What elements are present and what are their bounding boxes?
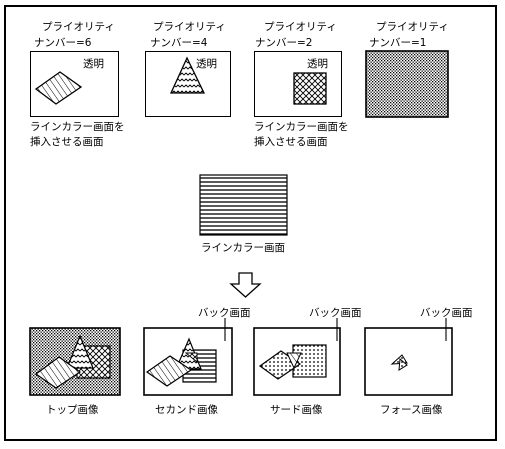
image2-second-image [143, 318, 233, 396]
image4-callout: バック画面 [420, 307, 473, 319]
image1-caption: トップ画像 [46, 404, 99, 416]
screen4-priority1 [365, 50, 449, 118]
diagram-frame [4, 5, 497, 441]
screen2-priority-label2: ナンバー=4 [150, 37, 208, 49]
screen2-transparent-badge: 透明 [196, 58, 217, 70]
screen2-zigzag-triangle [169, 56, 206, 94]
image2-caption: セカンド画像 [155, 404, 218, 416]
screen1-caption2: 挿入させる画面 [30, 136, 104, 148]
screen1-priority-label2: ナンバー=6 [34, 37, 92, 49]
screen1-caption1: ラインカラー画面を [30, 121, 125, 133]
screen2-priority-label1: プライオリティ [153, 21, 226, 33]
line-color-screen [199, 174, 288, 236]
screen3-priority-label2: ナンバー=2 [255, 37, 313, 49]
screen3-caption2: 挿入させる画面 [254, 136, 328, 148]
screen4-priority-label1: プライオリティ [376, 21, 449, 33]
screen1-transparent-badge: 透明 [83, 58, 104, 70]
screen1-priority-label1: プライオリティ [42, 21, 115, 33]
image1-top-image [29, 327, 121, 396]
screen3-priority-label1: プライオリティ [264, 21, 337, 33]
down-arrow-icon [229, 272, 262, 298]
image3-third-image [253, 318, 341, 396]
image4-caption: フォース画像 [380, 404, 443, 416]
screen3-transparent-badge: 透明 [307, 58, 328, 70]
screen3-crosshatch-square [293, 72, 327, 105]
screen1-striped-diamond [34, 71, 83, 105]
screen4-priority-label2: ナンバー=1 [369, 37, 427, 49]
image4-fourth-image [364, 318, 453, 396]
image3-caption: サード画像 [270, 404, 323, 416]
image3-callout: バック画面 [309, 307, 362, 319]
line-color-screen-caption: ラインカラー画面 [201, 242, 285, 254]
screen3-caption1: ラインカラー画面を [254, 121, 349, 133]
image2-callout: バック画面 [198, 307, 251, 319]
